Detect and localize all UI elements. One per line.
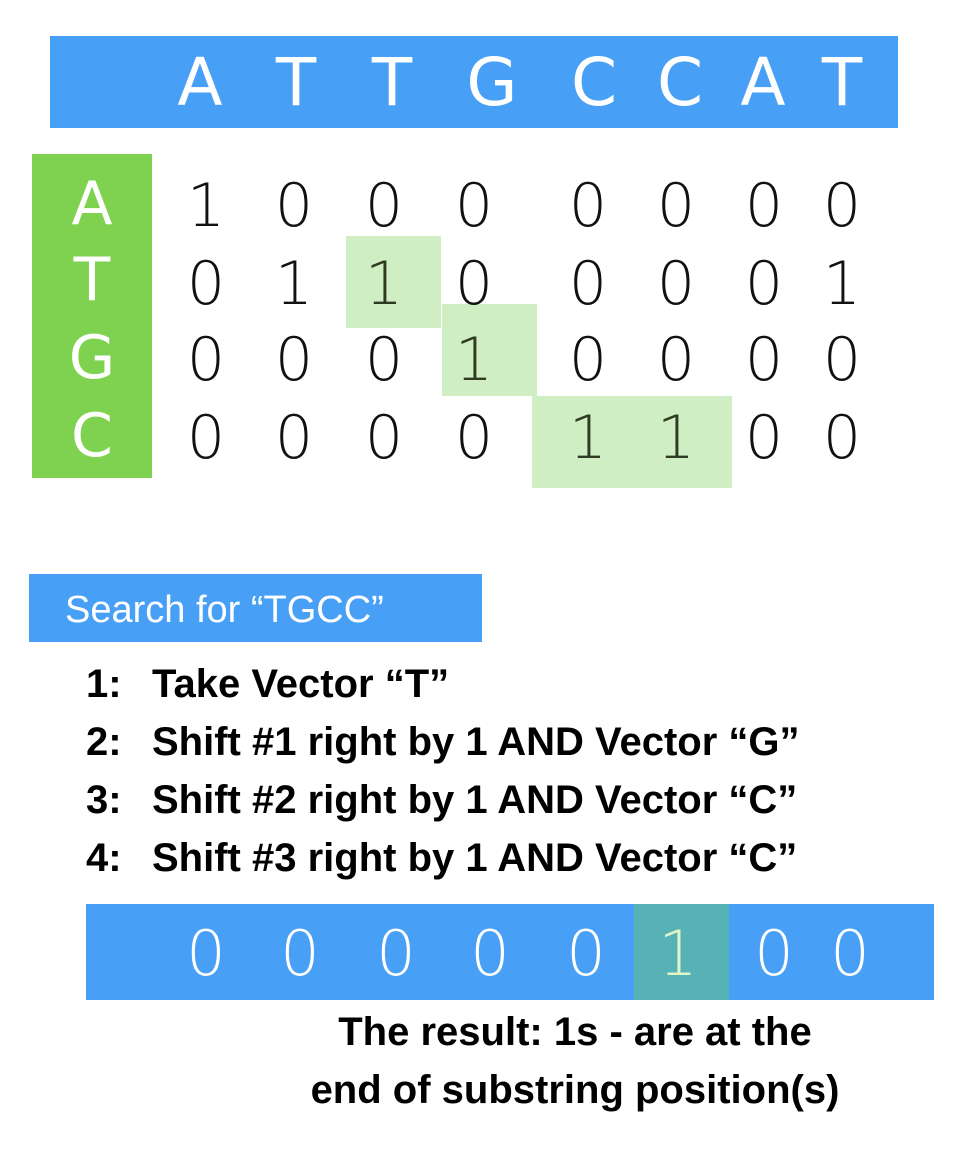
matrix-cell: 0 <box>568 249 608 319</box>
matrix-cell: 0 <box>186 325 226 395</box>
matrix-cell: 0 <box>744 249 784 319</box>
result-bit: 0 <box>470 917 510 990</box>
matrix-cell: 0 <box>656 171 696 241</box>
result-bit: 0 <box>566 917 606 990</box>
result-bit: 0 <box>754 917 794 990</box>
match-highlight <box>532 396 732 488</box>
matrix-cell: 0 <box>274 403 314 473</box>
result-bit: 0 <box>830 917 870 990</box>
matrix-cell: 0 <box>364 403 404 473</box>
matrix-cell: 1 <box>364 249 404 319</box>
pattern-letter: T <box>73 245 111 315</box>
text-letter: T <box>371 44 413 121</box>
matrix-cell: 1 <box>454 325 494 395</box>
matrix-cell: 0 <box>822 403 862 473</box>
matrix-cell: 1 <box>568 403 608 473</box>
result-bit: 0 <box>280 917 320 990</box>
matrix-cell: 1 <box>822 249 862 319</box>
result-bit: 0 <box>376 917 416 990</box>
step-4: 4: Shift #3 right by 1 AND Vector “C” <box>86 830 797 886</box>
text-letter: C <box>570 44 618 121</box>
step-number: 4: <box>86 836 122 880</box>
matrix-cell: 1 <box>186 171 226 241</box>
text-letter: G <box>466 44 518 121</box>
step-text: Shift #1 right by 1 AND Vector “G” <box>152 720 800 764</box>
pattern-letter: C <box>71 401 113 471</box>
matrix-cell: 0 <box>454 403 494 473</box>
search-label: Search for “TGCC” <box>65 589 384 631</box>
text-sequence-bar: A T T G C C A T <box>50 36 898 128</box>
step-number: 3: <box>86 778 122 822</box>
text-letter: A <box>177 44 223 121</box>
match-highlight <box>442 304 537 396</box>
matrix-cell: 0 <box>822 325 862 395</box>
matrix-cell: 0 <box>744 171 784 241</box>
search-banner: Search for “TGCC” <box>29 574 482 642</box>
matrix-cell: 1 <box>274 249 314 319</box>
step-number: 1: <box>86 662 122 706</box>
pattern-letter: G <box>68 323 116 393</box>
matrix-cell: 0 <box>186 403 226 473</box>
matrix-cell: 1 <box>656 403 696 473</box>
matrix-cell: 0 <box>274 171 314 241</box>
pattern-letters-column: A T G C <box>32 154 152 478</box>
result-caption-line-2: end of substring position(s) <box>310 1068 840 1112</box>
matrix-cell: 0 <box>656 325 696 395</box>
result-caption-line-1: The result: 1s - are at the <box>338 1010 812 1054</box>
matrix-cell: 0 <box>744 325 784 395</box>
matrix-cell: 0 <box>568 171 608 241</box>
text-letter: C <box>656 44 704 121</box>
matrix-cell: 0 <box>568 325 608 395</box>
pattern-letter: A <box>71 169 113 239</box>
step-text: Shift #3 right by 1 AND Vector “C” <box>152 836 798 880</box>
step-2: 2: Shift #1 right by 1 AND Vector “G” <box>86 714 800 770</box>
matrix-cell: 0 <box>274 325 314 395</box>
step-text: Shift #2 right by 1 AND Vector “C” <box>152 778 798 822</box>
step-1: 1: Take Vector “T” <box>86 656 449 712</box>
matrix-cell: 0 <box>186 249 226 319</box>
text-letter: T <box>275 44 317 121</box>
matrix-cell: 0 <box>364 171 404 241</box>
matrix-cell: 0 <box>744 403 784 473</box>
text-letter: T <box>821 44 863 121</box>
result-match-highlight <box>634 904 729 1000</box>
step-3: 3: Shift #2 right by 1 AND Vector “C” <box>86 772 797 828</box>
result-bit: 0 <box>186 917 226 990</box>
matrix-cell: 0 <box>364 325 404 395</box>
matrix-cell: 0 <box>656 249 696 319</box>
match-highlight <box>346 236 441 328</box>
result-bit: 1 <box>658 917 698 990</box>
text-letter: A <box>740 44 786 121</box>
matrix-cell: 0 <box>454 171 494 241</box>
result-vector-bar: 0 0 0 0 0 1 0 0 <box>86 904 934 1000</box>
matrix-cell: 0 <box>454 249 494 319</box>
step-text: Take Vector “T” <box>152 662 450 706</box>
step-number: 2: <box>86 720 122 764</box>
matrix-cell: 0 <box>822 171 862 241</box>
